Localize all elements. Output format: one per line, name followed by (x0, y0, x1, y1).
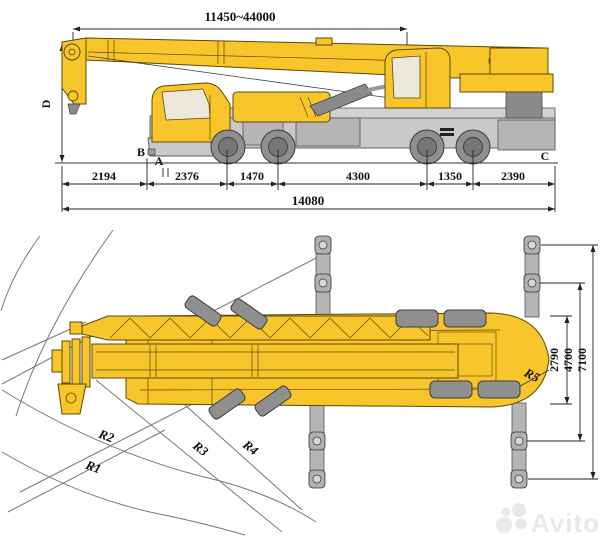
dim-front-overhang: 2194 (92, 169, 116, 183)
boom-length-value: 11450~44000 (204, 9, 275, 24)
wheels (210, 129, 491, 165)
boom-length-dimension: 11450~44000 (72, 9, 408, 52)
outrigger-pads (308, 235, 541, 489)
dim-bumper-axle1: 2376 (175, 169, 199, 183)
outrigger-span-dimensions: 2790 4700 7100 (527, 244, 598, 480)
mid-span-value: 4700 (561, 348, 575, 372)
height-dimension-label: D (39, 99, 53, 108)
total-length-dimension: 14080 (62, 193, 555, 212)
dim-axle3-axle4: 1350 (438, 169, 462, 183)
tow-pin (147, 148, 156, 156)
radius-label-r2: R2 (96, 426, 117, 446)
boom-head-sheave (63, 43, 81, 61)
watermark-text: Avito (531, 508, 600, 538)
counterweight-top (489, 47, 549, 75)
radius-label-r4: R4 (239, 436, 261, 458)
crane-plan-drawing (51, 295, 550, 420)
hook-bracket-plan (57, 383, 87, 415)
dim-axle1-axle2: 1470 (240, 169, 264, 183)
side-view: 11450~44000 D (39, 9, 558, 212)
outriggers (308, 235, 541, 489)
hoist-rope (87, 55, 391, 99)
point-labels: B A C (137, 145, 549, 177)
wheel (210, 129, 246, 165)
vent-grille (440, 128, 454, 131)
wheel (409, 129, 445, 165)
label-b: B (137, 145, 145, 159)
operator-cab-window (391, 55, 421, 99)
wheel (260, 129, 296, 165)
crane-side-drawing (61, 37, 556, 165)
rear-gray-block (505, 91, 543, 119)
main-boom-plan (51, 336, 459, 415)
boom-rest (459, 73, 554, 93)
stowed-pads (184, 295, 292, 420)
plan-wheels (395, 309, 521, 399)
avito-logo-icon (496, 503, 527, 533)
radius-label-r3: R3 (189, 437, 211, 459)
equipment-box (295, 117, 361, 147)
wheelbase-dimension-row: 2194 2376 1470 4300 1350 2390 (61, 150, 556, 212)
label-a: A (155, 154, 164, 168)
luffing-cylinder (309, 83, 373, 117)
hook-block (67, 103, 81, 115)
radius-label-r1: R1 (83, 457, 103, 477)
rear-outrigger-box (497, 119, 556, 151)
full-span-value: 7100 (575, 348, 589, 372)
body-width-value: 2790 (547, 348, 561, 372)
watermark: Avito (496, 503, 600, 538)
total-length-value: 14080 (292, 193, 325, 208)
plan-view: R1 R2 R3 R4 R5 2790 4700 7100 (0, 229, 598, 536)
dim-axle2-axle3: 4300 (346, 169, 370, 183)
label-c: C (541, 149, 550, 163)
driver-cab-window (161, 88, 211, 121)
boom-top-detail (315, 37, 333, 46)
radius-label-r5: R5 (521, 364, 543, 385)
dim-rear-overhang: 2390 (501, 169, 525, 183)
